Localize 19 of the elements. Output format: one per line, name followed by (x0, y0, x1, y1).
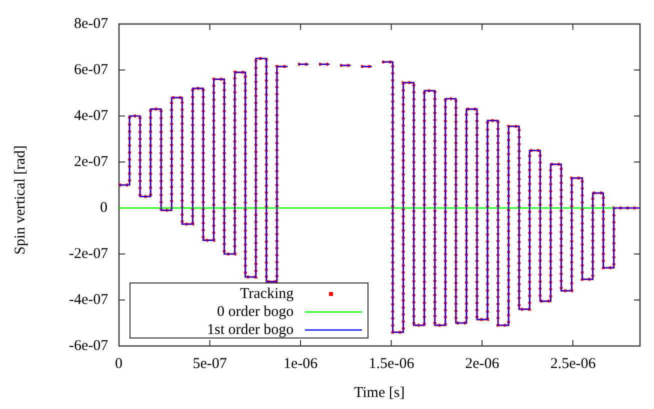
legend-label: Tracking (240, 286, 294, 302)
x-axis-title: Time [s] (354, 385, 405, 401)
x-tick-label: 5e-07 (192, 356, 227, 372)
y-tick-label: 2e-07 (74, 154, 108, 170)
y-axis-title: Spin vertical [rad] (12, 145, 28, 255)
y-tick-label: 8e-07 (74, 16, 108, 32)
x-tick-label: 1e-06 (284, 356, 318, 372)
y-tick-label: -6e-07 (69, 338, 108, 354)
x-tick-label: 0 (115, 356, 122, 372)
x-tick-label: 1.5e-06 (368, 356, 414, 372)
y-tick-label: 4e-07 (74, 108, 108, 124)
y-tick-label: -2e-07 (69, 246, 108, 262)
legend-label: 0 order bogo (217, 304, 294, 320)
legend-label: 1st order bogo (207, 322, 294, 338)
y-tick-label: -4e-07 (69, 292, 108, 308)
y-tick-label: 0 (100, 200, 108, 216)
y-tick-label: 6e-07 (74, 62, 108, 78)
x-tick-label: 2.5e-06 (550, 356, 596, 372)
x-tick-label: 2e-06 (465, 356, 500, 372)
